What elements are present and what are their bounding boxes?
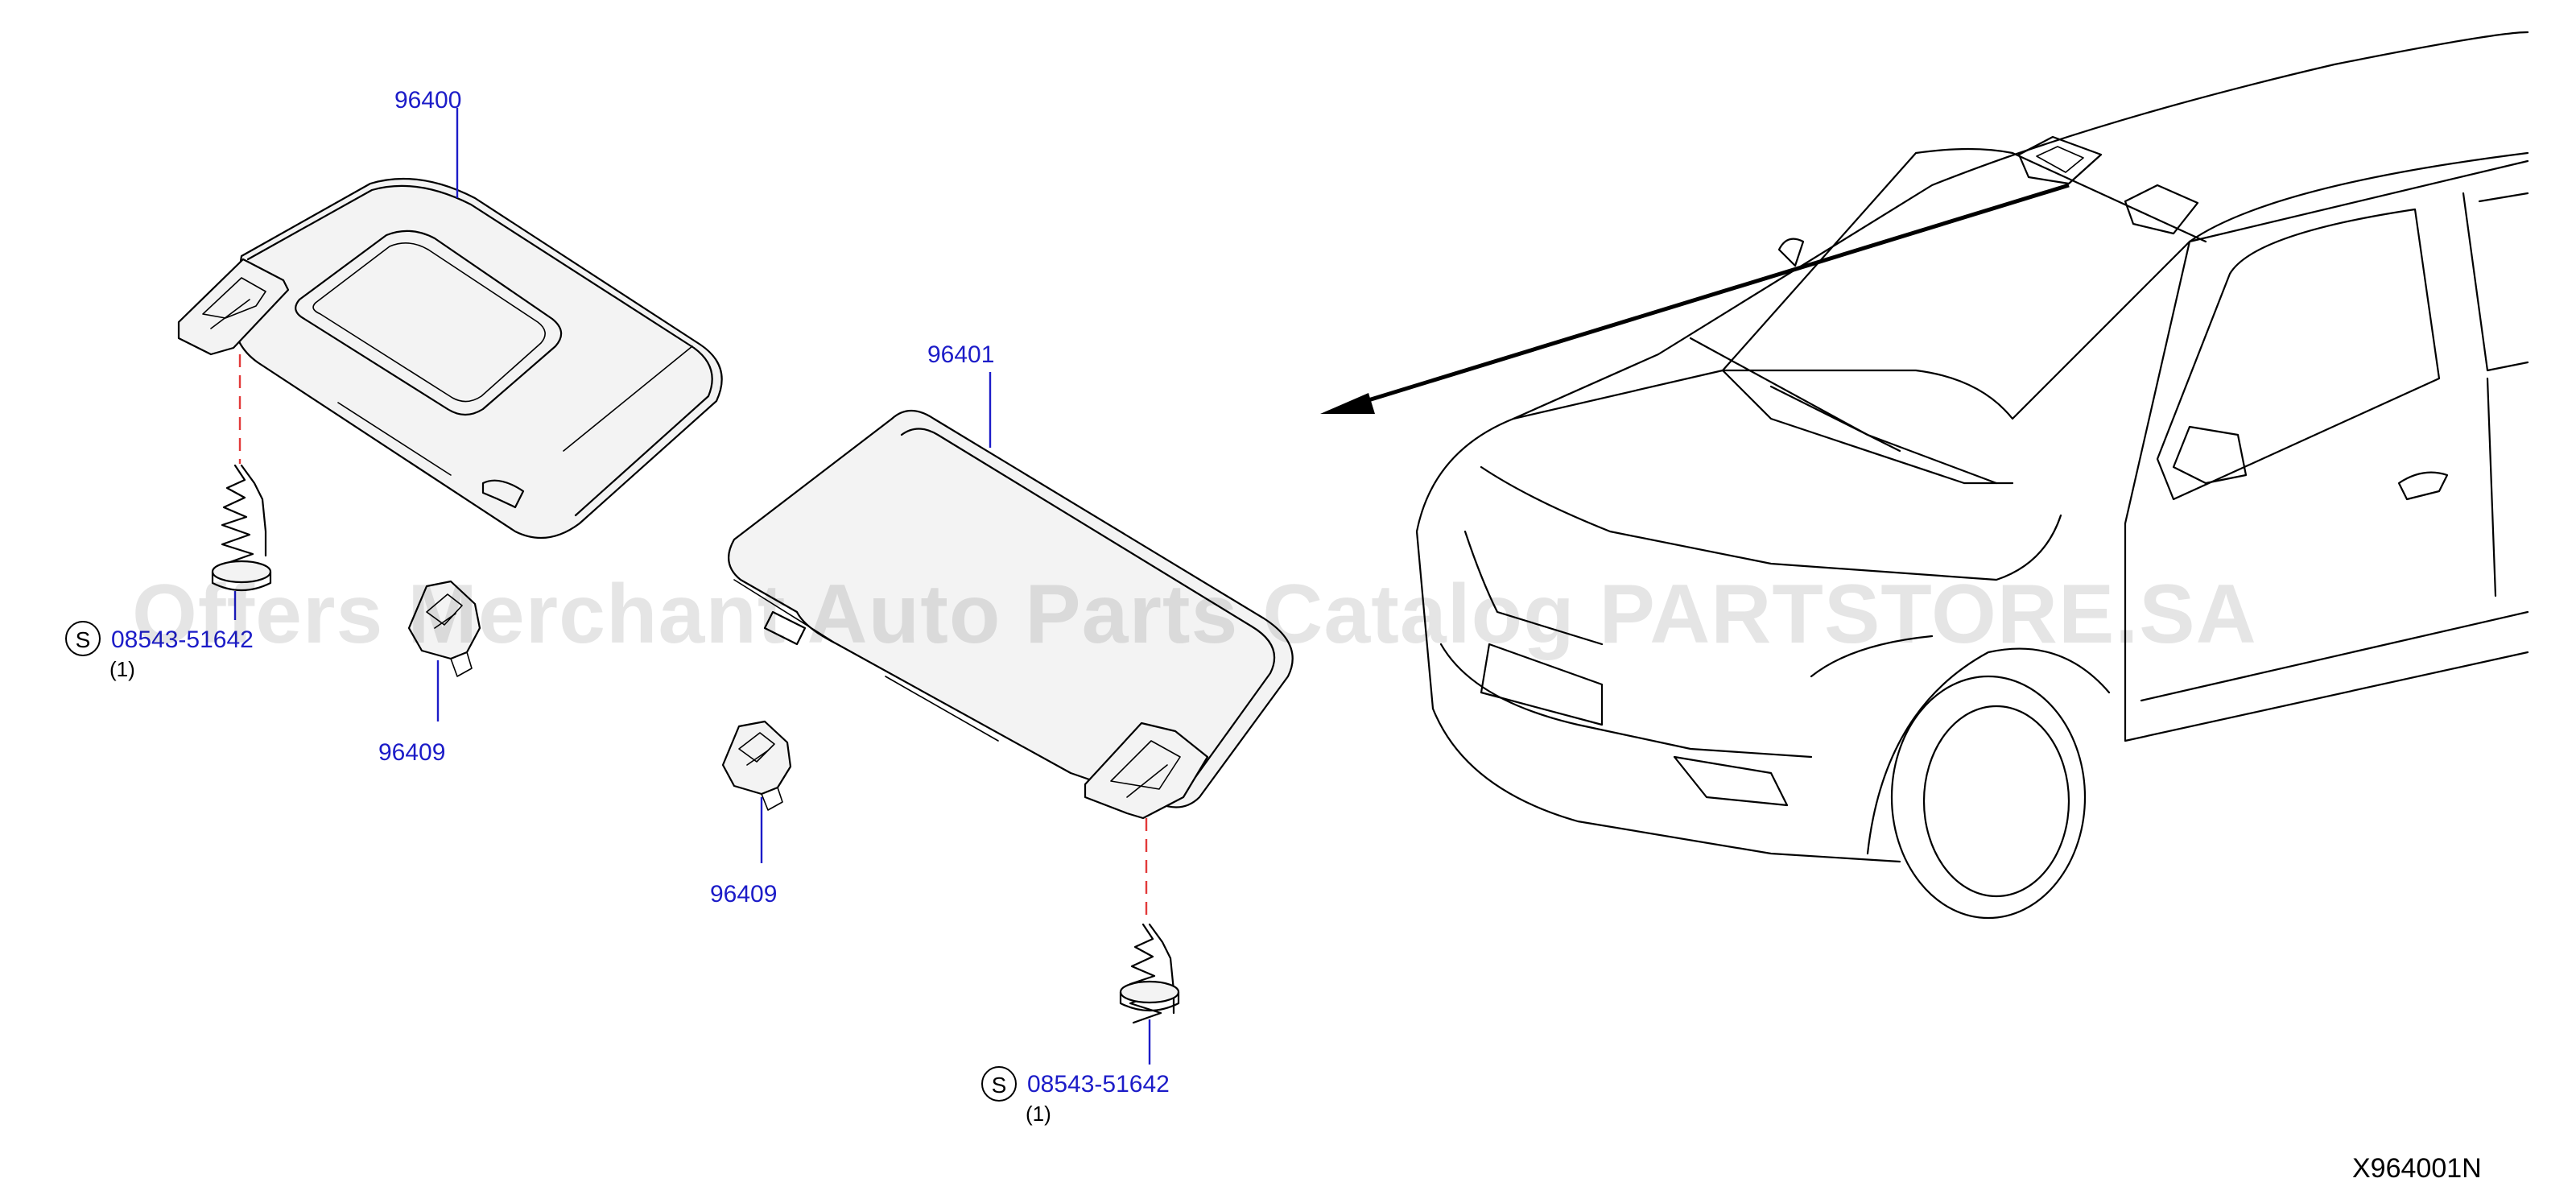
screw-right[interactable]	[1119, 923, 1180, 1024]
vehicle-outline	[1415, 31, 2529, 920]
screw-left[interactable]	[211, 464, 272, 591]
part-label-screw-right[interactable]: 08543-51642	[1027, 1071, 1170, 1098]
quantity-screw-left: (1)	[109, 657, 135, 681]
part-label-96409-left[interactable]: 96409	[378, 739, 445, 766]
part-label-96401[interactable]: 96401	[927, 341, 994, 368]
svg-text:S: S	[992, 1073, 1007, 1098]
standard-marker-right: S	[981, 1066, 1017, 1102]
sun-visor-left[interactable]	[177, 177, 723, 540]
visor-holder-left[interactable]	[407, 580, 481, 677]
svg-text:S: S	[76, 627, 91, 652]
visor-holder-right[interactable]	[721, 720, 792, 811]
part-label-96409-right[interactable]: 96409	[710, 881, 777, 908]
quantity-screw-right: (1)	[1026, 1102, 1051, 1126]
watermark: Offers Merchant Auto Parts Catalog PARTS…	[132, 568, 2257, 661]
diagram-id: X964001N	[2352, 1153, 2482, 1184]
part-label-96400[interactable]: 96400	[394, 87, 461, 114]
standard-marker-left: S	[65, 621, 101, 656]
sun-visor-right[interactable]	[728, 409, 1294, 820]
location-arrow	[1320, 183, 2070, 414]
part-label-screw-left[interactable]: 08543-51642	[111, 626, 254, 653]
